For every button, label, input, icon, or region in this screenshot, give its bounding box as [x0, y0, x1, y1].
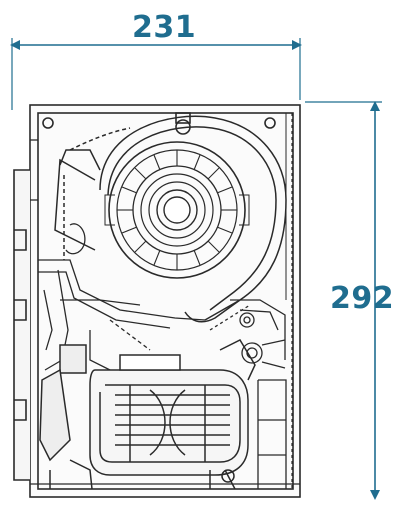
width-dimension [10, 38, 302, 110]
width-dimension-label: 231 [132, 10, 197, 45]
blower-scroll [54, 115, 287, 323]
motor-assembly [39, 339, 256, 490]
height-dimension-label: 292 [330, 281, 395, 316]
fan-wheel [104, 141, 250, 279]
base-frame [30, 139, 300, 489]
height-dimension [305, 101, 382, 500]
